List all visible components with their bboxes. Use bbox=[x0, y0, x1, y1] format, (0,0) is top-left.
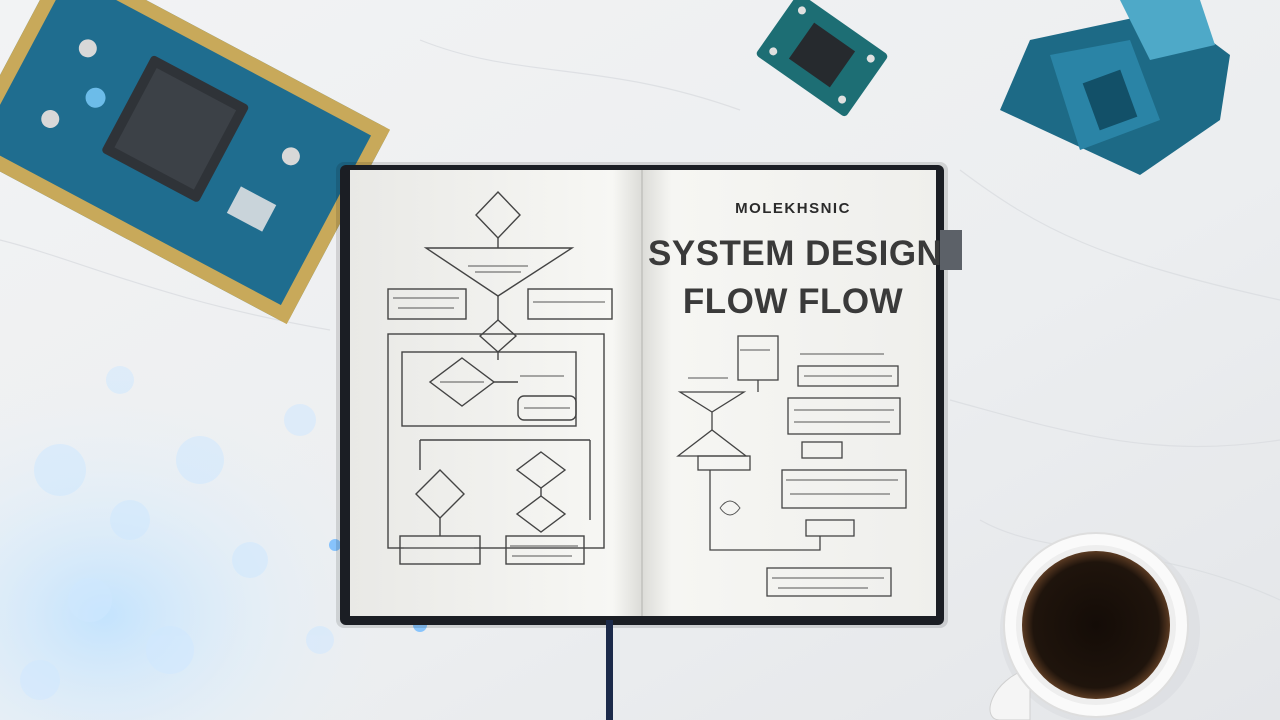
notebook-tab bbox=[940, 230, 962, 270]
left-page bbox=[350, 170, 642, 616]
circuit-board-large bbox=[0, 0, 390, 324]
left-flowchart-scribbles bbox=[393, 265, 605, 557]
ribbon-bookmark bbox=[606, 620, 613, 720]
left-flowchart-sketch bbox=[387, 190, 613, 565]
coffee-cup bbox=[989, 532, 1200, 720]
notebook-overline: MOLEKHSNIC bbox=[735, 200, 851, 217]
teal-device bbox=[1000, 0, 1230, 175]
circuit-chip-small bbox=[756, 0, 888, 117]
notebook-title-line-1: SYSTEM DESIGN bbox=[648, 234, 943, 273]
bokeh-lights bbox=[20, 366, 334, 700]
notebook-title-line-2: FLOW FLOW bbox=[682, 282, 904, 321]
right-page bbox=[642, 170, 936, 616]
right-flowchart-sketch bbox=[676, 335, 907, 597]
right-flowchart-scribbles bbox=[688, 349, 898, 589]
